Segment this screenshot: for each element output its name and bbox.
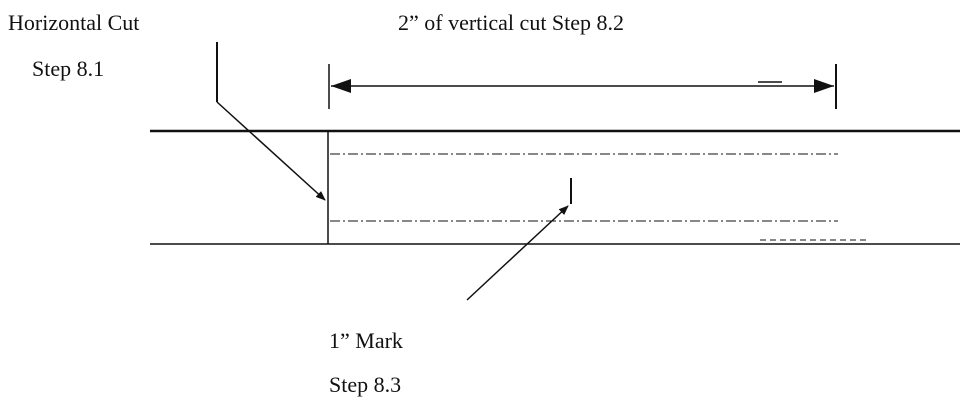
one-inch-mark-step-label: Step 8.3	[329, 372, 402, 397]
one-inch-mark-leader-arrow	[466, 205, 569, 301]
one-inch-mark-label: 1” Mark	[329, 328, 403, 353]
dimension-left-arrowhead	[331, 79, 351, 93]
dimension-right-arrowhead	[814, 79, 834, 93]
horizontal-cut-step-label: Step 8.1	[32, 56, 105, 81]
horizontal-cut-label: Horizontal Cut	[8, 10, 140, 35]
vertical-cut-dimension-label: 2” of vertical cut Step 8.2	[398, 10, 625, 35]
horizontal-cut-leader-arrow	[216, 101, 326, 201]
